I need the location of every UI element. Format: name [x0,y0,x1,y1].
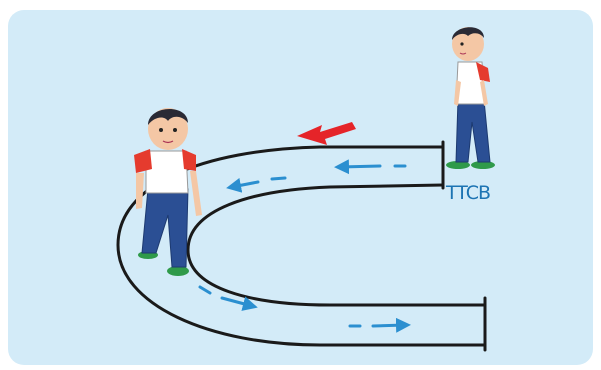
start-label: TTCB [445,182,490,204]
track-inner-line [188,185,485,305]
red-arrow-icon [297,122,356,145]
dashed-arrow-icon [350,325,405,326]
boy-standing-icon [446,27,495,169]
dashed-arrow-icon [232,178,285,187]
dashed-arrow-icon [340,166,405,167]
